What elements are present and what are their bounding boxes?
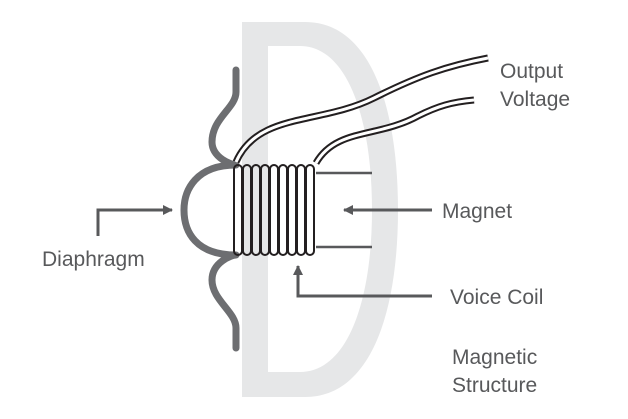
output-voltage-label-line2: Voltage <box>500 88 570 111</box>
output-voltage-label-line1: Output <box>500 60 563 83</box>
magnetic-structure-label-line1: Magnetic <box>452 346 537 369</box>
magnet-gap-lines <box>316 171 372 249</box>
voice-coil-arrow-icon <box>293 265 432 298</box>
diaphragm-arrow-icon <box>96 205 173 236</box>
voice-coil-label: Voice Coil <box>450 286 543 309</box>
magnet-label: Magnet <box>442 200 512 223</box>
voice-coil <box>233 164 315 256</box>
magnetic-structure-label-line2: Structure <box>452 374 537 397</box>
diaphragm-label: Diaphragm <box>42 248 145 271</box>
magnetic-structure-shape <box>242 22 398 397</box>
output-wires <box>232 54 489 165</box>
diaphragm-shape <box>180 66 240 352</box>
